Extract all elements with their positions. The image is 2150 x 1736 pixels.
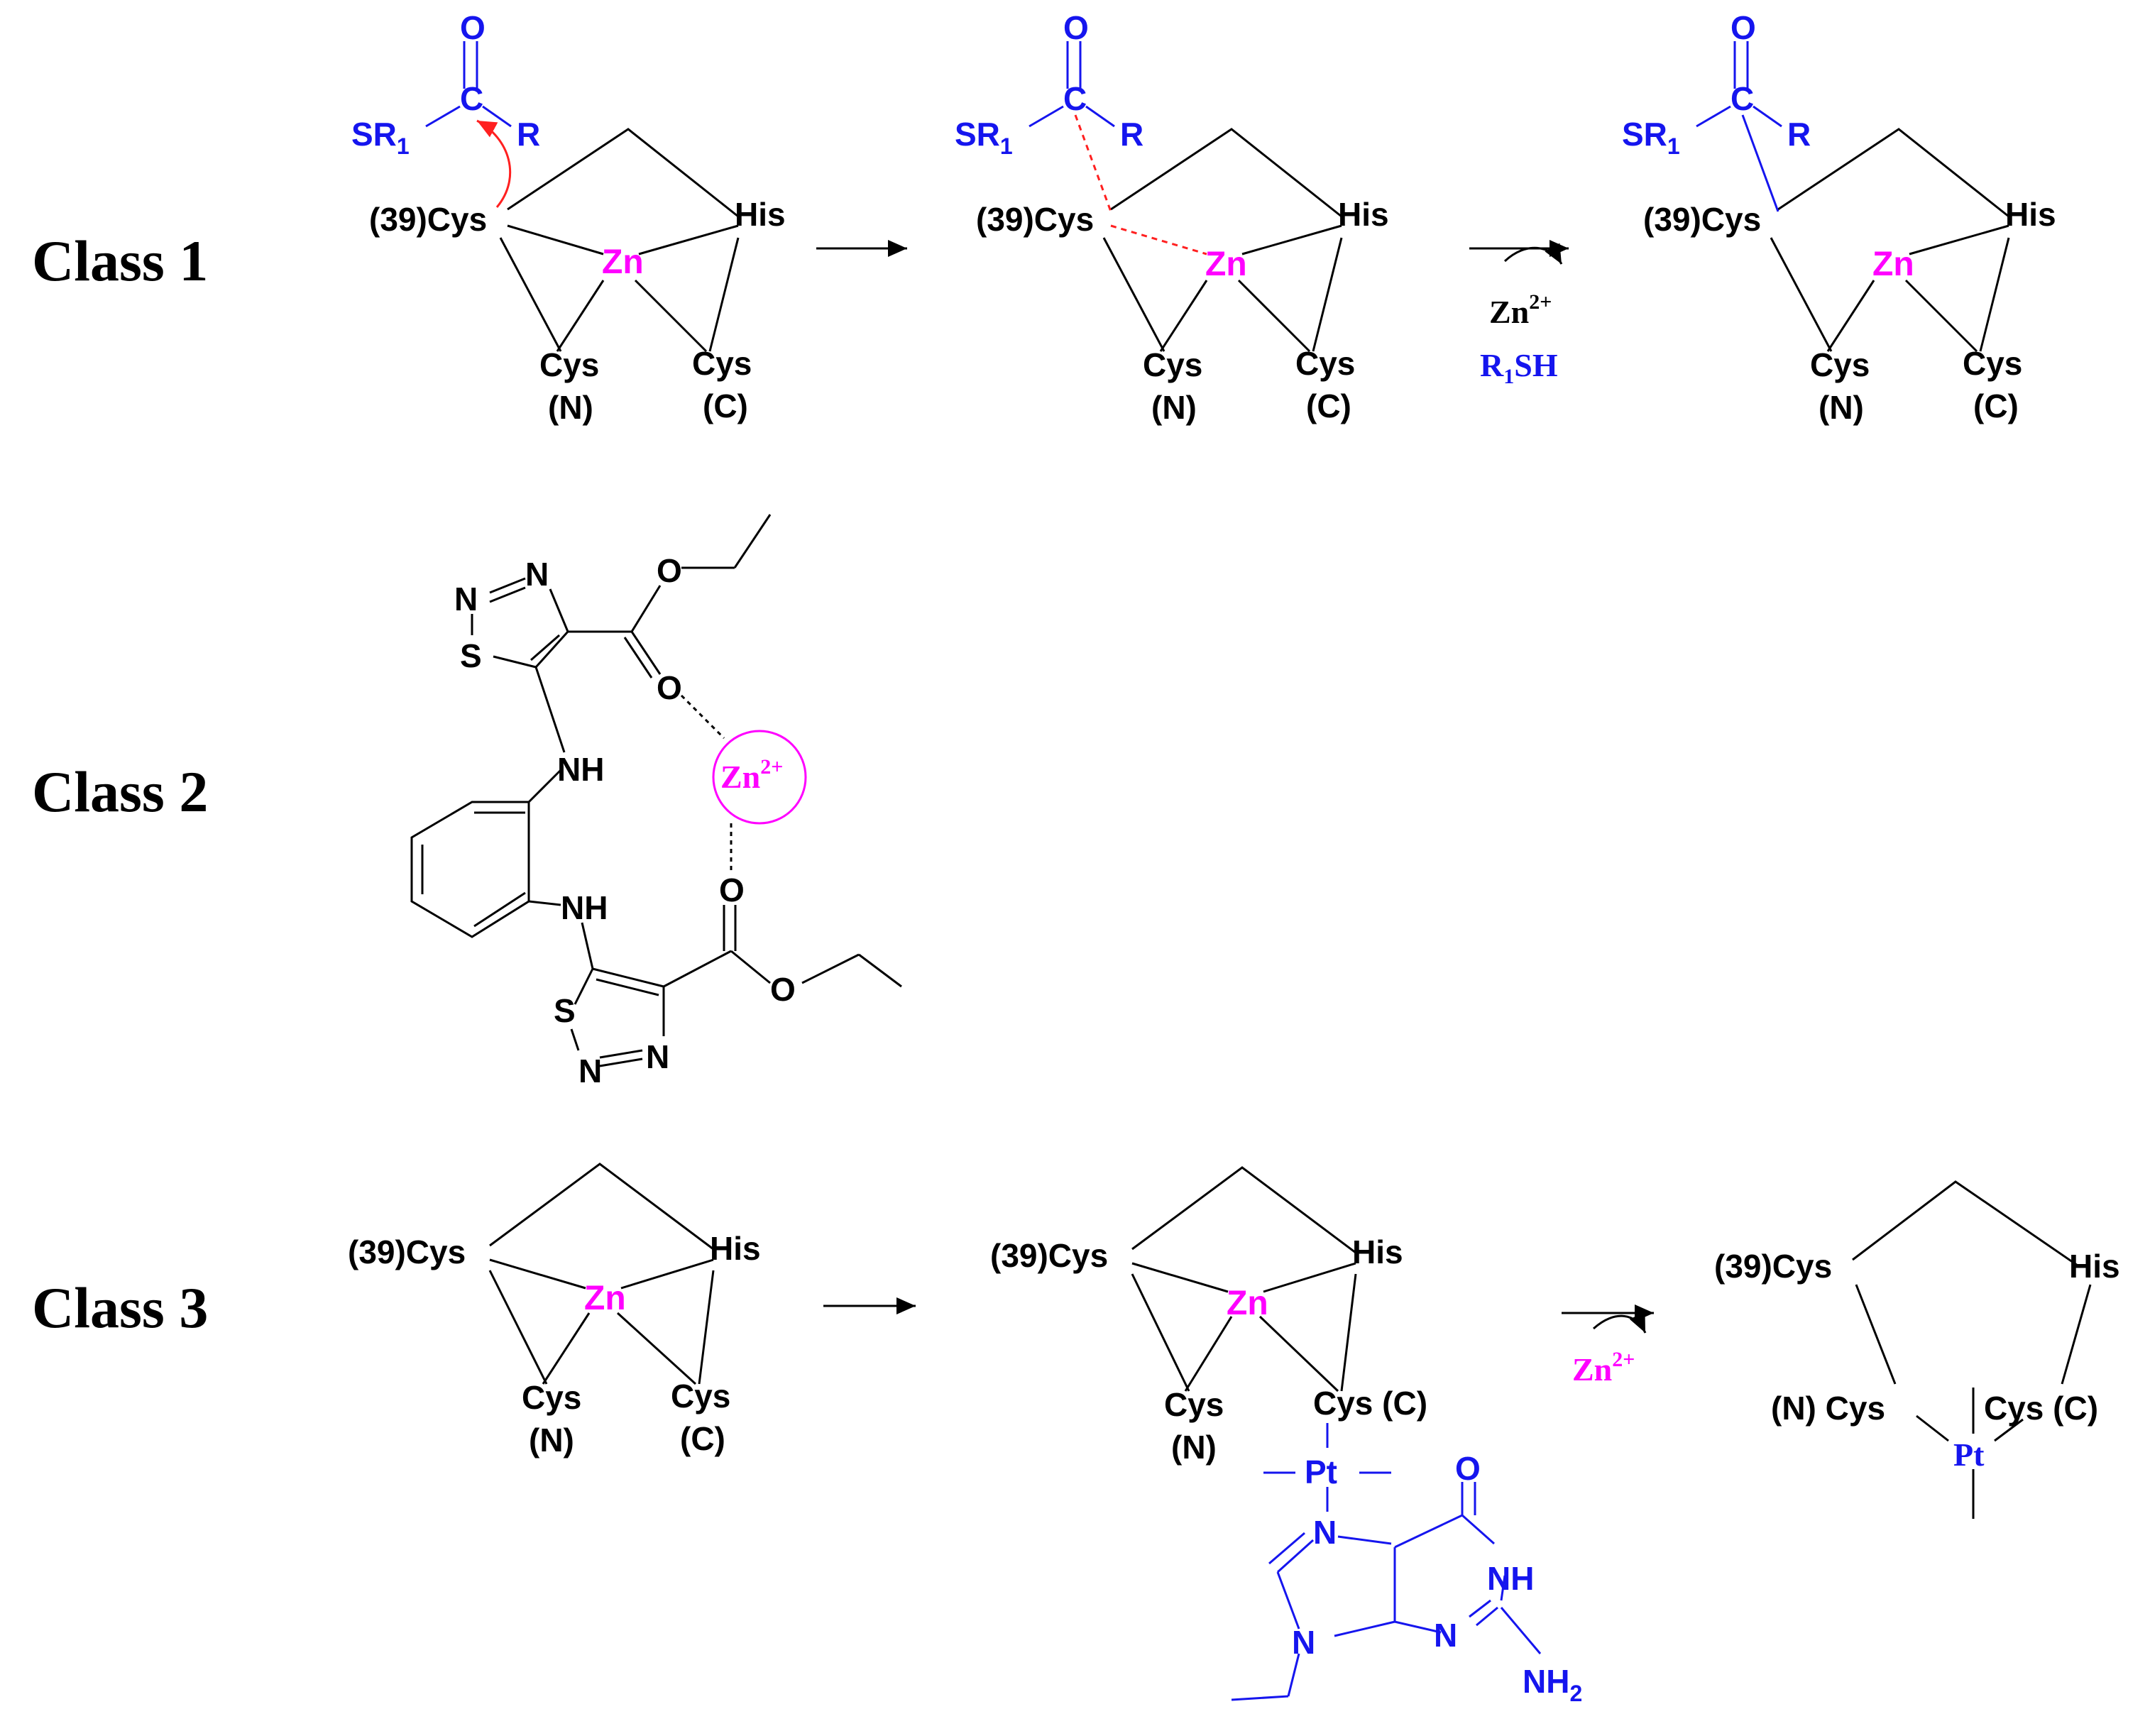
cys-n-label: Cys — [539, 346, 599, 383]
his-label: His — [1352, 1234, 1403, 1270]
his-label: His — [2069, 1248, 2120, 1285]
class-3-label: Class 3 — [32, 1275, 208, 1340]
cys39-label: (39)Cys — [348, 1234, 466, 1270]
cys-c-label: Cys — [692, 345, 752, 382]
cys39-label: (39)Cys — [976, 201, 1094, 238]
cys-n-label: Cys — [1164, 1386, 1224, 1423]
sr1-label: SR1 — [1622, 116, 1680, 159]
class1-cluster-intact: (39)Cys His Zn Cys (N) Cys (C) — [369, 128, 786, 426]
o-atom-label: O — [657, 669, 682, 706]
n-atom-label: N — [578, 1053, 602, 1089]
s-atom-label: S — [460, 637, 482, 674]
nucleophilic-attack-arrow — [476, 119, 512, 208]
c-terminus-label: (C) — [1973, 388, 2019, 424]
platinum-label: Pt — [1953, 1436, 1985, 1473]
zinc-ion-released-label: Zn2+ — [1572, 1348, 1635, 1388]
zinc-ion-released-label: Zn2+ — [1489, 290, 1552, 330]
zinc-ion-circle — [712, 730, 807, 825]
n-terminus-label: (N) — [529, 1422, 574, 1458]
cys-c-label: Cys (C) — [1984, 1390, 2098, 1427]
oxygen-label: O — [1063, 9, 1089, 46]
n3-label: N — [1434, 1617, 1457, 1654]
cys39-label: (39)Cys — [1714, 1248, 1832, 1285]
zinc-label: Zn — [1872, 246, 1914, 283]
zinc-label: Zn — [1227, 1285, 1268, 1322]
class-1-label: Class 1 — [32, 229, 208, 293]
c-terminus-label: (C) — [703, 388, 748, 424]
r-label: R — [1787, 116, 1811, 153]
his-label: His — [735, 196, 786, 233]
n-terminus-label: (N) — [1819, 389, 1864, 426]
cys39-label: (39)Cys — [1643, 201, 1761, 238]
cys-n-label: Cys — [522, 1379, 581, 1416]
n9-label: N — [1292, 1624, 1315, 1661]
cys39-label: (39)Cys — [990, 1237, 1108, 1274]
nh-label: NH — [557, 751, 604, 788]
cys39-label: (39)Cys — [369, 201, 487, 238]
class3-cluster-platinated: (39)Cys His Zn Cys (N) Cys (C) — [990, 1166, 1427, 1466]
n-atom-label: N — [646, 1038, 669, 1075]
zinc-label: Zn — [1205, 246, 1247, 283]
cys-c-label: Cys — [1963, 345, 2022, 382]
class-2-label: Class 2 — [32, 759, 208, 824]
n-atom-label: N — [525, 556, 549, 593]
class3-cluster-platinum-bound: (39)Cys His (N) Cys Cys (C) Pt — [1714, 1180, 2120, 1519]
o-atom-label: O — [770, 971, 796, 1008]
zinc-ion-label: Zn2+ — [720, 755, 783, 795]
sr1-label: SR1 — [955, 116, 1013, 159]
class3-cluster-intact: (39)Cys His Zn Cys (N) Cys (C) — [348, 1163, 761, 1458]
his-label: His — [1338, 196, 1389, 233]
cys-c-label: Cys — [671, 1378, 730, 1414]
o6-label: O — [1455, 1450, 1481, 1487]
s-atom-label: S — [554, 992, 576, 1029]
reaction-arrow-1b: Zn2+ R1SH — [1469, 240, 1569, 388]
cys-c-label: Cys (C) — [1313, 1385, 1427, 1422]
class1-thioester-a: O C SR1 R — [351, 9, 540, 208]
oxygen-label: O — [460, 9, 486, 46]
r-label: R — [517, 116, 540, 153]
zinc-label: Zn — [602, 243, 644, 281]
platinum-guanine-adduct: Pt N O NH N N NH2 — [1231, 1423, 1582, 1706]
cys-n-label: Cys — [1143, 346, 1202, 383]
n-terminus-label: (N) — [548, 389, 593, 426]
cys-c-label: Cys — [1295, 345, 1355, 382]
n-terminus-label: (N) — [1151, 389, 1197, 426]
nh-label: NH — [1487, 1560, 1534, 1597]
n-atom-label: N — [454, 581, 478, 617]
oxygen-label: O — [1731, 9, 1756, 46]
thiol-released-label: R1SH — [1480, 347, 1558, 388]
n7-label: N — [1313, 1514, 1337, 1551]
class1-cluster-transition: (39)Cys His Zn Cys (N) Cys (C) — [976, 128, 1389, 426]
nh-label: NH — [561, 889, 608, 926]
class2-chelator: N N S O O NH NH O O S N N Zn2+ — [410, 514, 902, 1089]
class1-thioester-b: O C SR1 R — [955, 9, 1143, 212]
his-label: His — [710, 1230, 761, 1267]
his-label: His — [2005, 196, 2056, 233]
reaction-arrow-3b: Zn2+ — [1562, 1304, 1654, 1388]
carbon-label: C — [460, 80, 483, 117]
o-atom-label: O — [657, 552, 682, 589]
carbon-label: C — [1731, 80, 1754, 117]
nh2-label: NH2 — [1523, 1663, 1582, 1706]
n-terminus-label: (N) — [1171, 1429, 1217, 1466]
class1-cluster-acylated: (39)Cys His Zn Cys (N) Cys (C) — [1643, 128, 2056, 426]
sr1-label: SR1 — [351, 116, 410, 159]
platinum-label: Pt — [1305, 1454, 1337, 1490]
zinc-label: Zn — [584, 1280, 626, 1317]
carbon-label: C — [1063, 80, 1087, 117]
n-cys-label: (N) Cys — [1771, 1390, 1885, 1427]
o-atom-label: O — [719, 872, 745, 908]
class1-thioester-c: O C SR1 R — [1622, 9, 1811, 212]
cys-n-label: Cys — [1810, 346, 1870, 383]
r-label: R — [1120, 116, 1143, 153]
c-terminus-label: (C) — [1306, 388, 1351, 424]
c-terminus-label: (C) — [680, 1420, 725, 1457]
